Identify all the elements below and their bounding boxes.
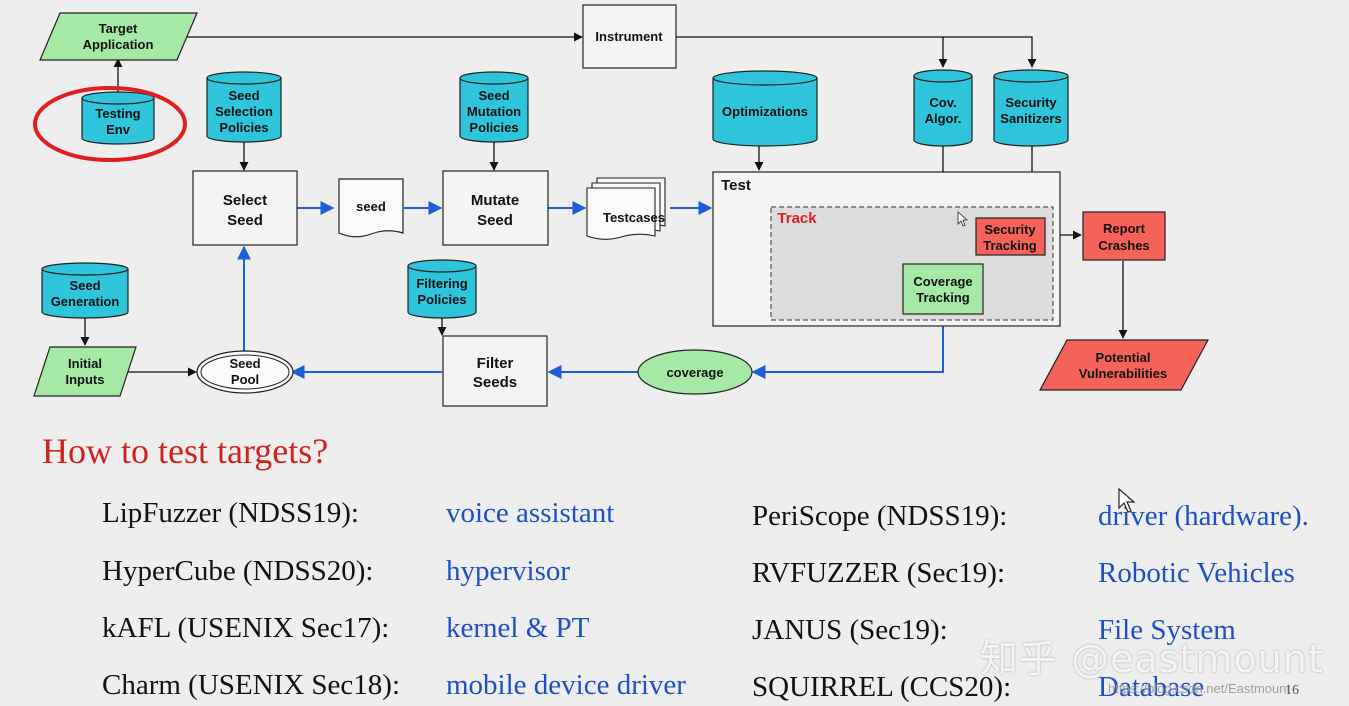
fuzz-target: kernel & PT bbox=[446, 612, 590, 644]
fuzzer-name: Charm (USENIX Sec18): bbox=[102, 669, 401, 701]
security-tracking-node: Security Tracking bbox=[975, 217, 1046, 256]
seed-generation-label-1: Seed bbox=[69, 278, 100, 293]
optimizations-node: Optimizations bbox=[712, 70, 818, 147]
filter-seeds-node: Filter Seeds bbox=[442, 335, 548, 407]
potential-vulnerabilities-label-2: Vulnerabilities bbox=[1079, 366, 1167, 381]
seed-pool-node: Seed Pool bbox=[196, 350, 294, 394]
cov-algor-node: Cov. Algor. bbox=[913, 69, 973, 147]
zhihu-watermark: 知乎 @eastmount bbox=[980, 637, 1324, 681]
security-sanitizers-node: Security Sanitizers bbox=[993, 69, 1069, 147]
potential-vulnerabilities-node: Potential Vulnerabilities bbox=[1038, 339, 1210, 391]
seed-mutation-policies-label-1: Seed bbox=[478, 88, 509, 103]
security-sanitizers-label-1: Security bbox=[1005, 95, 1057, 110]
cov-algor-label-1: Cov. bbox=[929, 95, 956, 110]
seed-pool-label-1: Seed bbox=[229, 356, 260, 371]
seed-selection-policies-node: Seed Selection Policies bbox=[206, 71, 282, 143]
csdn-watermark: https://blog.csdn.net/Eastmount bbox=[1108, 681, 1291, 696]
fuzz-target: Database bbox=[1098, 671, 1205, 703]
mouse-pointer-icon bbox=[1118, 488, 1136, 513]
fuzzer-name: HyperCube (NDSS20): bbox=[102, 555, 374, 587]
report-crashes-label-2: Crashes bbox=[1098, 238, 1149, 253]
initial-inputs-label-1: Initial bbox=[68, 356, 102, 371]
testcases-node: Testcases bbox=[586, 177, 666, 240]
fuzzer-name: JANUS (Sec19): bbox=[752, 614, 948, 646]
fuzz-target: mobile device driver bbox=[446, 669, 686, 701]
black-connectors bbox=[80, 32, 1128, 377]
mouse-cursor bbox=[957, 211, 969, 227]
filter-seeds-label-1: Filter bbox=[477, 355, 514, 372]
filter-seeds-label-2: Seeds bbox=[473, 374, 517, 391]
page-number: 16 bbox=[1285, 683, 1299, 698]
target-application-node: Target Application bbox=[39, 12, 198, 61]
testing-env-node: Testing Env bbox=[81, 91, 155, 145]
seed-generation-label-2: Generation bbox=[51, 294, 120, 309]
target-application-label-2: Application bbox=[83, 37, 154, 52]
filtering-policies-label-1: Filtering bbox=[416, 276, 467, 291]
target-application-label-1: Target bbox=[99, 21, 138, 36]
fuzz-target: driver (hardware). bbox=[1098, 500, 1309, 532]
fuzz-target: hypervisor bbox=[446, 555, 571, 587]
testing-env-label-1: Testing bbox=[95, 106, 140, 121]
mutate-seed-node: Mutate Seed bbox=[442, 170, 549, 246]
fuzz-target: voice assistant bbox=[446, 497, 615, 529]
fuzzer-name: SQUIRREL (CCS20): bbox=[752, 671, 1012, 703]
security-sanitizers-label-2: Sanitizers bbox=[1000, 111, 1061, 126]
fuzz-target: Robotic Vehicles bbox=[1098, 557, 1295, 589]
testing-env-label-2: Env bbox=[106, 122, 131, 137]
track-label: Track bbox=[777, 210, 817, 227]
coverage-node: coverage bbox=[637, 349, 753, 395]
seed-mutation-policies-label-2: Mutation bbox=[467, 104, 521, 119]
testcases-label: Testcases bbox=[603, 210, 665, 225]
select-seed-label-2: Seed bbox=[227, 212, 263, 229]
seed-selection-policies-label-3: Policies bbox=[219, 120, 268, 135]
blue-connectors bbox=[237, 201, 944, 379]
seed-pool-label-2: Pool bbox=[231, 372, 259, 387]
coverage-tracking-node: Coverage Tracking bbox=[902, 263, 984, 315]
report-crashes-node: Report Crashes bbox=[1082, 211, 1166, 261]
coverage-tracking-label-2: Tracking bbox=[916, 290, 970, 305]
select-seed-node: Select Seed bbox=[192, 170, 298, 246]
security-tracking-label-1: Security bbox=[984, 222, 1036, 237]
fuzz-target: File System bbox=[1098, 614, 1236, 646]
coverage-tracking-label-1: Coverage bbox=[913, 274, 972, 289]
optimizations-label: Optimizations bbox=[722, 104, 808, 119]
instrument-node: Instrument bbox=[582, 4, 677, 69]
coverage-label: coverage bbox=[666, 365, 723, 380]
seed-document-node: seed bbox=[338, 178, 404, 238]
seed-mutation-policies-label-3: Policies bbox=[469, 120, 518, 135]
seed-generation-node: Seed Generation bbox=[41, 262, 129, 319]
initial-inputs-node: Initial Inputs bbox=[33, 346, 137, 397]
mutate-seed-label-1: Mutate bbox=[471, 192, 519, 209]
filtering-policies-label-2: Policies bbox=[417, 292, 466, 307]
fuzzer-name: kAFL (USENIX Sec17): bbox=[102, 612, 390, 644]
instrument-label: Instrument bbox=[595, 29, 663, 44]
fuzzer-name: PeriScope (NDSS19): bbox=[752, 500, 1008, 532]
filtering-policies-node: Filtering Policies bbox=[407, 259, 477, 319]
question-heading: How to test targets? bbox=[42, 431, 329, 471]
seed-mutation-policies-node: Seed Mutation Policies bbox=[459, 71, 529, 143]
potential-vulnerabilities-label-1: Potential bbox=[1096, 350, 1151, 365]
report-crashes-label-1: Report bbox=[1103, 221, 1146, 236]
mutate-seed-label-2: Seed bbox=[477, 212, 513, 229]
initial-inputs-label-2: Inputs bbox=[66, 372, 105, 387]
cov-algor-label-2: Algor. bbox=[925, 111, 962, 126]
fuzzing-workflow-diagram: Target Application Instrument Testing En… bbox=[33, 4, 1210, 407]
fuzzer-name: LipFuzzer (NDSS19): bbox=[102, 497, 359, 529]
fuzzer-name: RVFUZZER (Sec19): bbox=[752, 557, 1006, 589]
seed-document-label: seed bbox=[356, 199, 386, 214]
highlight-circle bbox=[33, 86, 187, 162]
seed-selection-policies-label-1: Seed bbox=[228, 88, 259, 103]
security-tracking-label-2: Tracking bbox=[983, 238, 1037, 253]
test-label: Test bbox=[721, 177, 751, 194]
seed-selection-policies-label-2: Selection bbox=[215, 104, 273, 119]
select-seed-label-1: Select bbox=[223, 192, 267, 209]
